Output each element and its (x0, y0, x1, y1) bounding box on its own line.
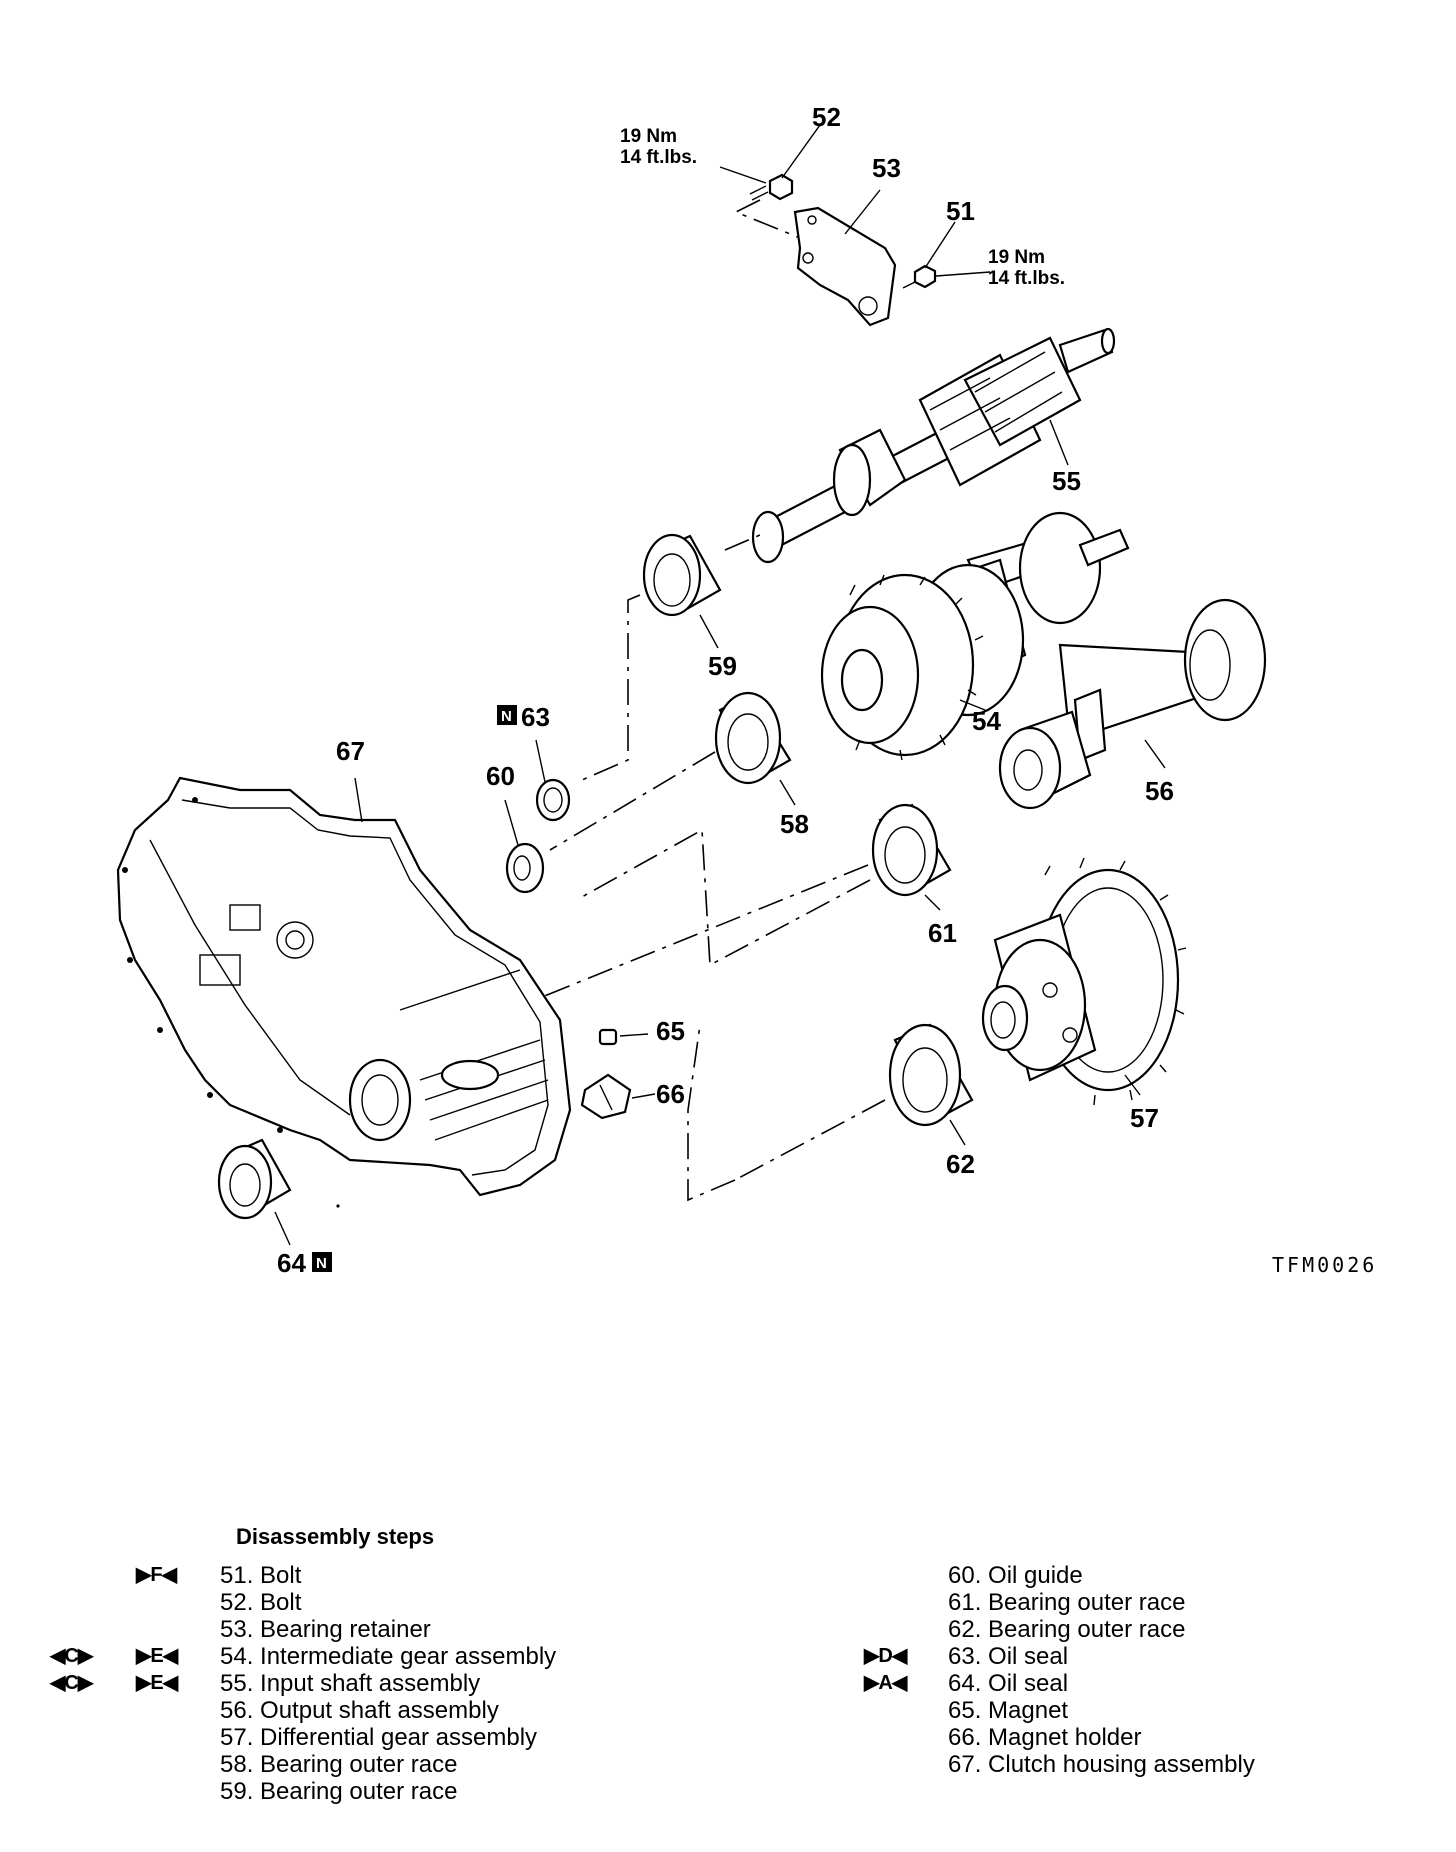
step-item: ▶D◀ 63. Oil seal (864, 1643, 1255, 1670)
step-item: 67. Clutch housing assembly (948, 1751, 1255, 1778)
callout-56: 56 (1145, 776, 1174, 806)
callout-54: 54 (972, 706, 1001, 736)
figure-id: TFM0026 (1272, 1253, 1377, 1277)
steps-title: Disassembly steps (236, 1524, 435, 1549)
step-item: 59. Bearing outer race (220, 1778, 556, 1805)
step-label: 66. Magnet holder (948, 1724, 1142, 1751)
step-item: ▶F◀ 51. Bolt (136, 1562, 556, 1589)
part-58-bearing-race (549, 691, 796, 851)
callout-67: 67 (336, 736, 365, 766)
step-item: 52. Bolt (220, 1589, 556, 1616)
part-67-clutch-housing (116, 776, 572, 1197)
step-label: 57. Differential gear assembly (220, 1724, 538, 1751)
torque-51-nm: 19 Nm (988, 247, 1045, 268)
step-label: 63. Oil seal (948, 1643, 1069, 1670)
new-part-mark-63 (497, 705, 517, 725)
part-59-bearing-race (581, 533, 761, 781)
part-51-bolt (902, 221, 991, 289)
torque-51-ftlbs: 14 ft.lbs. (988, 268, 1065, 289)
step-item: 56. Output shaft assembly (220, 1697, 556, 1724)
step-item: 66. Magnet holder (948, 1724, 1255, 1751)
step-label: 61. Bearing outer race (948, 1589, 1186, 1616)
callout-53: 53 (872, 153, 901, 183)
part-65-magnet (598, 1028, 649, 1046)
service-mark: ▶F◀ (136, 1564, 177, 1586)
step-label: 52. Bolt (220, 1589, 302, 1616)
service-mark: ▶D◀ (864, 1645, 907, 1667)
callout-52: 52 (812, 102, 841, 132)
step-item: 61. Bearing outer race (948, 1589, 1255, 1616)
step-label: 62. Bearing outer race (948, 1616, 1186, 1643)
new-part-mark-64 (312, 1252, 332, 1272)
part-64-oil-seal (217, 1138, 340, 1246)
step-label: 55. Input shaft assembly (220, 1670, 481, 1697)
steps-list-right: 60. Oil guide 61. Bearing outer race 62.… (864, 1562, 1255, 1778)
step-label: 67. Clutch housing assembly (948, 1751, 1255, 1778)
callout-55: 55 (1052, 466, 1081, 496)
step-item: 65. Magnet (948, 1697, 1255, 1724)
part-62-bearing-race (687, 1023, 974, 1202)
callout-58: 58 (780, 809, 809, 839)
part-55-input-shaft (751, 327, 1116, 564)
steps-list-left: ▶F◀ 51. Bolt 52. Bolt 53. Bearing retaine… (50, 1562, 557, 1805)
service-mark: ▶E◀ (136, 1645, 178, 1667)
step-item: ▶E◀ ◀C▶ 55. Input shaft assembly (50, 1670, 556, 1697)
service-mark: ▶A◀ (864, 1672, 907, 1694)
service-mark: ◀C▶ (50, 1672, 93, 1694)
step-label: 56. Output shaft assembly (220, 1697, 499, 1724)
step-item: 58. Bearing outer race (220, 1751, 556, 1778)
callout-62: 62 (946, 1149, 975, 1179)
step-label: 53. Bearing retainer (220, 1616, 431, 1643)
step-item: 57. Differential gear assembly (220, 1724, 556, 1751)
service-mark: ◀C▶ (50, 1645, 93, 1667)
part-53-bearing-retainer (793, 189, 897, 327)
step-item: 62. Bearing outer race (948, 1616, 1255, 1643)
new-part-mark-63-text: N (501, 708, 512, 725)
part-56-output-shaft (998, 598, 1267, 810)
service-mark: ▶E◀ (136, 1672, 178, 1694)
part-54-intermediate-gear (820, 511, 1130, 761)
part-66-magnet-holder (580, 1073, 656, 1120)
exploded-view-diagram: 52 19 Nm 14 ft.lbs. 53 51 19 Nm 14 ft.lb… (116, 102, 1377, 1278)
step-label: 51. Bolt (220, 1562, 302, 1589)
callout-51: 51 (946, 196, 975, 226)
new-part-mark-64-text: N (316, 1255, 327, 1272)
step-item: ▶A◀ 64. Oil seal (864, 1670, 1255, 1697)
step-label: 60. Oil guide (948, 1562, 1083, 1589)
step-label: 58. Bearing outer race (220, 1751, 458, 1778)
callout-59: 59 (708, 651, 737, 681)
torque-52-ftlbs: 14 ft.lbs. (620, 147, 697, 168)
part-52-bolt (719, 124, 821, 239)
step-label: 64. Oil seal (948, 1670, 1069, 1697)
part-60-oil-guide (504, 799, 545, 894)
torque-52-nm: 19 Nm (620, 126, 677, 147)
step-item: 60. Oil guide (948, 1562, 1255, 1589)
callout-64: 64 (277, 1248, 306, 1278)
part-63-oil-seal (535, 739, 571, 822)
step-item: 53. Bearing retainer (220, 1616, 556, 1643)
step-item: ▶E◀ ◀C▶ 54. Intermediate gear assembly (50, 1643, 557, 1670)
step-label: 65. Magnet (948, 1697, 1069, 1724)
callout-63: 63 (521, 702, 550, 732)
callout-57: 57 (1130, 1103, 1159, 1133)
step-label: 54. Intermediate gear assembly (220, 1643, 557, 1670)
part-57-differential (981, 857, 1187, 1106)
callout-66: 66 (656, 1079, 685, 1109)
step-label: 59. Bearing outer race (220, 1778, 458, 1805)
callout-60: 60 (486, 761, 515, 791)
callout-61: 61 (928, 918, 957, 948)
part-61-bearing-race (509, 803, 952, 1011)
callout-65: 65 (656, 1016, 685, 1046)
